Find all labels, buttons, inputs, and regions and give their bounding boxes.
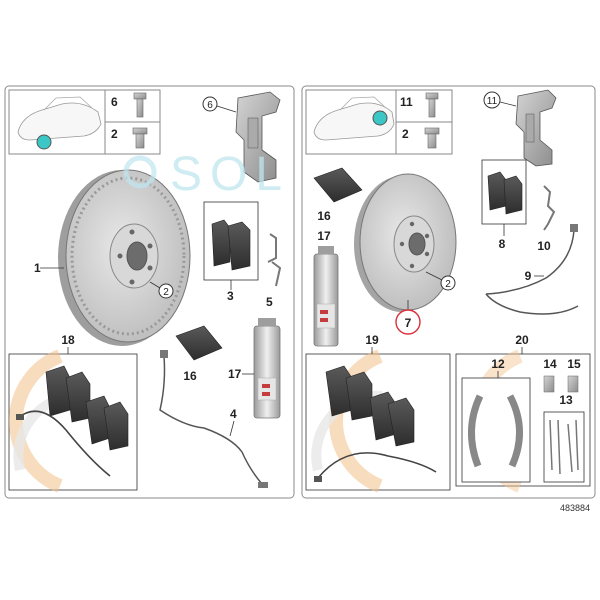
label-sleeve-rear: 2 — [402, 127, 409, 141]
left-panel: 6 2 6 — [4, 85, 295, 499]
pad-kit-19: 19 — [305, 333, 451, 493]
highlight-ring — [395, 309, 421, 335]
label-carrier: 6 — [207, 100, 213, 111]
label-disc-ref-rear: 2 — [445, 279, 451, 290]
label-part-15: 15 — [567, 357, 581, 371]
label-screw: 6 — [111, 95, 118, 109]
label-sensor: 4 — [230, 407, 237, 421]
label-paste: 16 — [183, 369, 197, 383]
wear-sensor-4: 4 — [159, 350, 268, 488]
right-panel: 11 2 11 16 17 — [301, 85, 596, 499]
car-locator-thumbnail-rear — [305, 89, 397, 155]
front-axle-locator-dot — [36, 134, 52, 150]
label-sensor-rear: 9 — [525, 269, 532, 283]
diagram-code: 483884 — [560, 503, 590, 513]
label-kit-rear: 19 — [365, 333, 379, 347]
car-locator-thumbnail — [8, 89, 106, 155]
label-part-13: 13 — [559, 393, 573, 407]
label-spray: 17 — [228, 367, 242, 381]
label-disc: 1 — [34, 261, 41, 275]
watermark-text: SOL — [170, 148, 290, 201]
brake-disc-7: 2 7 — [354, 173, 457, 335]
parking-brake-kit-20: 20 12 14 15 13 — [455, 333, 591, 493]
spray-can-17: 17 — [228, 318, 281, 419]
label-screw-rear: 11 — [400, 95, 413, 109]
brake-paste-16: 16 — [175, 325, 223, 383]
brake-paste-16-rear: 16 — [313, 167, 363, 223]
brake-shoes-12: 12 — [461, 357, 531, 483]
adjuster-parts-14-15: 14 15 — [543, 357, 581, 393]
wear-sensor-9: 9 — [485, 224, 579, 315]
label-pads-rear: 8 — [499, 237, 506, 251]
label-clip-rear: 10 — [537, 239, 551, 253]
label-pads: 3 — [227, 289, 234, 303]
sleeve-icon — [132, 127, 148, 149]
anti-rattle-clip-10: 10 — [537, 185, 556, 253]
watermark: SOL — [123, 148, 290, 201]
brake-pads-3: 3 — [203, 201, 259, 303]
brake-pads-8: 8 — [481, 159, 527, 251]
label-disc-ref: 2 — [163, 287, 169, 298]
label-disc-rear: 7 — [405, 316, 412, 330]
rear-axle-locator-dot — [372, 110, 388, 126]
bolt-icon — [425, 92, 439, 118]
label-shoes: 12 — [491, 357, 505, 371]
label-paste-rear: 16 — [317, 209, 331, 223]
label-spray-rear: 17 — [317, 229, 331, 243]
label-kit-20: 20 — [515, 333, 529, 347]
label-clip: 5 — [266, 295, 273, 309]
anti-rattle-clip-5: 5 — [266, 233, 282, 309]
label-kit: 18 — [61, 333, 75, 347]
small-parts-box: 6 2 — [104, 89, 161, 155]
spray-can-17-rear: 17 — [313, 229, 339, 347]
pad-kit-18: 18 — [8, 333, 138, 493]
label-sleeve: 2 — [111, 127, 118, 141]
label-carrier-rear: 11 — [487, 96, 498, 107]
bolt-icon — [133, 92, 147, 118]
brake-carrier-11: 11 — [483, 89, 557, 167]
brake-disc-1: 1 2 — [34, 169, 191, 346]
brake-carrier-6: 6 — [202, 91, 281, 183]
label-part-14: 14 — [543, 357, 557, 371]
small-parts-box-rear: 11 2 — [395, 89, 453, 155]
hardware-kit-13: 13 — [543, 393, 585, 483]
sleeve-icon — [424, 127, 440, 149]
